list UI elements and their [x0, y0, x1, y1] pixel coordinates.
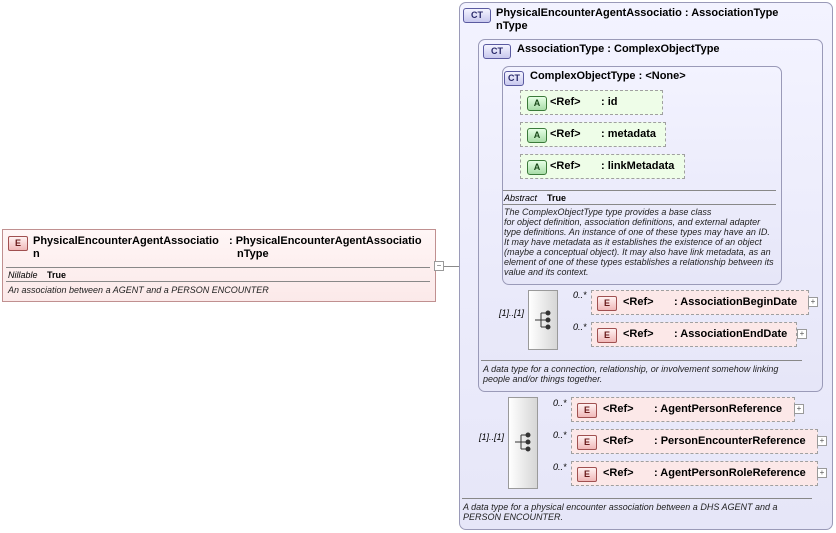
element-badge: E — [8, 236, 28, 251]
root-type-line2: nType — [237, 248, 269, 260]
element-name: : PersonEncounterReference — [654, 435, 806, 447]
attribute-metadata[interactable]: A <Ref> : metadata — [520, 122, 666, 147]
element-name: : AgentPersonReference — [654, 403, 782, 415]
root-type-line1: : PhysicalEncounterAgentAssociatio — [229, 235, 422, 247]
element-agent-person-role-reference[interactable]: E <Ref> : AgentPersonRoleReference — [571, 461, 818, 486]
association-type-label: AssociationType — [517, 43, 605, 55]
root-documentation: An association between a AGENT and a PER… — [8, 285, 269, 295]
attribute-badge: A — [527, 96, 547, 111]
attribute-badge: A — [527, 128, 547, 143]
complex-type-label: ComplexObjectType — [530, 70, 636, 82]
complex-doc-line: value and its context. — [504, 267, 589, 277]
attribute-id[interactable]: A <Ref> : id — [520, 90, 663, 115]
complex-doc-line: It may have metadata as it establishes t… — [504, 237, 762, 247]
element-badge: E — [597, 328, 617, 343]
attribute-ref: <Ref> — [550, 96, 581, 108]
attribute-linkmetadata[interactable]: A <Ref> : linkMetadata — [520, 154, 685, 179]
assoc-sequence-compositor[interactable] — [528, 290, 558, 350]
attribute-ref: <Ref> — [550, 128, 581, 140]
complex-doc-line: for object definition, association defin… — [504, 217, 761, 227]
outer-sequence-cardinality: [1]..[1] — [479, 432, 505, 442]
element-person-encounter-reference[interactable]: E <Ref> : PersonEncounterReference — [571, 429, 818, 454]
complex-doc-line: element of one of these types establishe… — [504, 257, 774, 267]
outer-doc-line: A data type for a physical encounter ass… — [463, 502, 778, 512]
root-element-type: : PhysicalEncounterAgentAssociatio nType — [229, 235, 422, 261]
element-badge: E — [577, 435, 597, 450]
outer-sequence-compositor[interactable] — [508, 397, 538, 489]
outer-ct-badge: CT — [463, 8, 491, 23]
assoc-doc-line: people and/or things together. — [483, 374, 603, 384]
association-type-name: AssociationType : ComplexObjectType — [517, 43, 720, 56]
complex-doc-line: type definitions. An instance of one of … — [504, 227, 770, 237]
collapse-toggle[interactable]: − — [434, 261, 444, 271]
root-divider-1 — [6, 267, 430, 268]
attribute-ref: <Ref> — [550, 160, 581, 172]
outer-doc-line: PERSON ENCOUNTER. — [463, 512, 564, 522]
element-name: : AssociationEndDate — [674, 328, 788, 340]
element-ref: <Ref> — [603, 467, 634, 479]
root-element-name: PhysicalEncounterAgentAssociatio n — [33, 235, 219, 261]
nillable-value: True — [47, 270, 67, 280]
association-documentation: A data type for a connection, relationsh… — [483, 364, 778, 384]
attribute-name: : id — [601, 96, 618, 108]
outer-documentation: A data type for a physical encounter ass… — [463, 502, 778, 522]
element-ref: <Ref> — [603, 403, 634, 415]
expand-begin-date[interactable]: + — [808, 297, 818, 307]
root-divider-2 — [6, 281, 430, 282]
attribute-name: : linkMetadata — [601, 160, 675, 172]
element-association-begin-date[interactable]: E <Ref> : AssociationBeginDate — [591, 290, 809, 315]
root-name-line2: n — [33, 248, 40, 260]
element-ref: <Ref> — [603, 435, 634, 447]
end-date-cardinality: 0..* — [573, 322, 587, 332]
expand-person-encounter[interactable]: + — [817, 436, 827, 446]
association-type-base: : ComplexObjectType — [607, 43, 720, 55]
complex-doc-line: (maybe a conceptual object). It may also… — [504, 247, 771, 257]
outer-type-name: PhysicalEncounterAgentAssociatio : Assoc… — [496, 7, 778, 20]
outer-type-name-line1: PhysicalEncounterAgentAssociatio — [496, 7, 682, 19]
nillable-label: Nillable — [8, 270, 38, 280]
association-ct-badge: CT — [483, 44, 511, 59]
element-name: : AgentPersonRoleReference — [654, 467, 806, 479]
abstract-value: True — [547, 193, 567, 203]
element-name: : AssociationBeginDate — [674, 296, 798, 308]
element-ref: <Ref> — [623, 328, 654, 340]
complex-doc-line: The ComplexObjectType type provides a ba… — [504, 207, 712, 217]
agent-person-cardinality: 0..* — [553, 398, 567, 408]
complex-divider-2 — [503, 204, 776, 205]
expand-end-date[interactable]: + — [797, 329, 807, 339]
outer-type-name-line2: nType — [496, 20, 528, 32]
abstract-label: Abstract — [504, 193, 538, 203]
assoc-sequence-cardinality: [1]..[1] — [499, 308, 525, 318]
complex-ct-badge: CT — [504, 71, 524, 86]
outer-divider — [462, 498, 812, 499]
expand-agent-role[interactable]: + — [817, 468, 827, 478]
element-association-end-date[interactable]: E <Ref> : AssociationEndDate — [591, 322, 797, 347]
sequence-icon — [535, 310, 551, 330]
connector-root-to-type — [444, 266, 459, 267]
sequence-icon — [515, 432, 531, 452]
element-badge: E — [577, 467, 597, 482]
root-element-box[interactable]: E PhysicalEncounterAgentAssociatio n : P… — [2, 229, 436, 302]
element-ref: <Ref> — [623, 296, 654, 308]
attribute-badge: A — [527, 160, 547, 175]
element-badge: E — [597, 296, 617, 311]
person-encounter-cardinality: 0..* — [553, 430, 567, 440]
agent-role-cardinality: 0..* — [553, 462, 567, 472]
expand-agent-person[interactable]: + — [794, 404, 804, 414]
complex-divider-1 — [503, 190, 776, 191]
complex-documentation: The ComplexObjectType type provides a ba… — [504, 207, 774, 277]
assoc-doc-line: A data type for a connection, relationsh… — [483, 364, 779, 374]
element-agent-person-reference[interactable]: E <Ref> : AgentPersonReference — [571, 397, 795, 422]
complex-type-base: : <None> — [638, 70, 686, 82]
assoc-divider — [481, 360, 802, 361]
attribute-name: : metadata — [601, 128, 657, 140]
begin-date-cardinality: 0..* — [573, 290, 587, 300]
complex-object-type-name: ComplexObjectType : <None> — [530, 70, 686, 83]
outer-type-base: : AssociationType — [684, 7, 779, 19]
element-badge: E — [577, 403, 597, 418]
root-name-line1: PhysicalEncounterAgentAssociatio — [33, 235, 219, 247]
